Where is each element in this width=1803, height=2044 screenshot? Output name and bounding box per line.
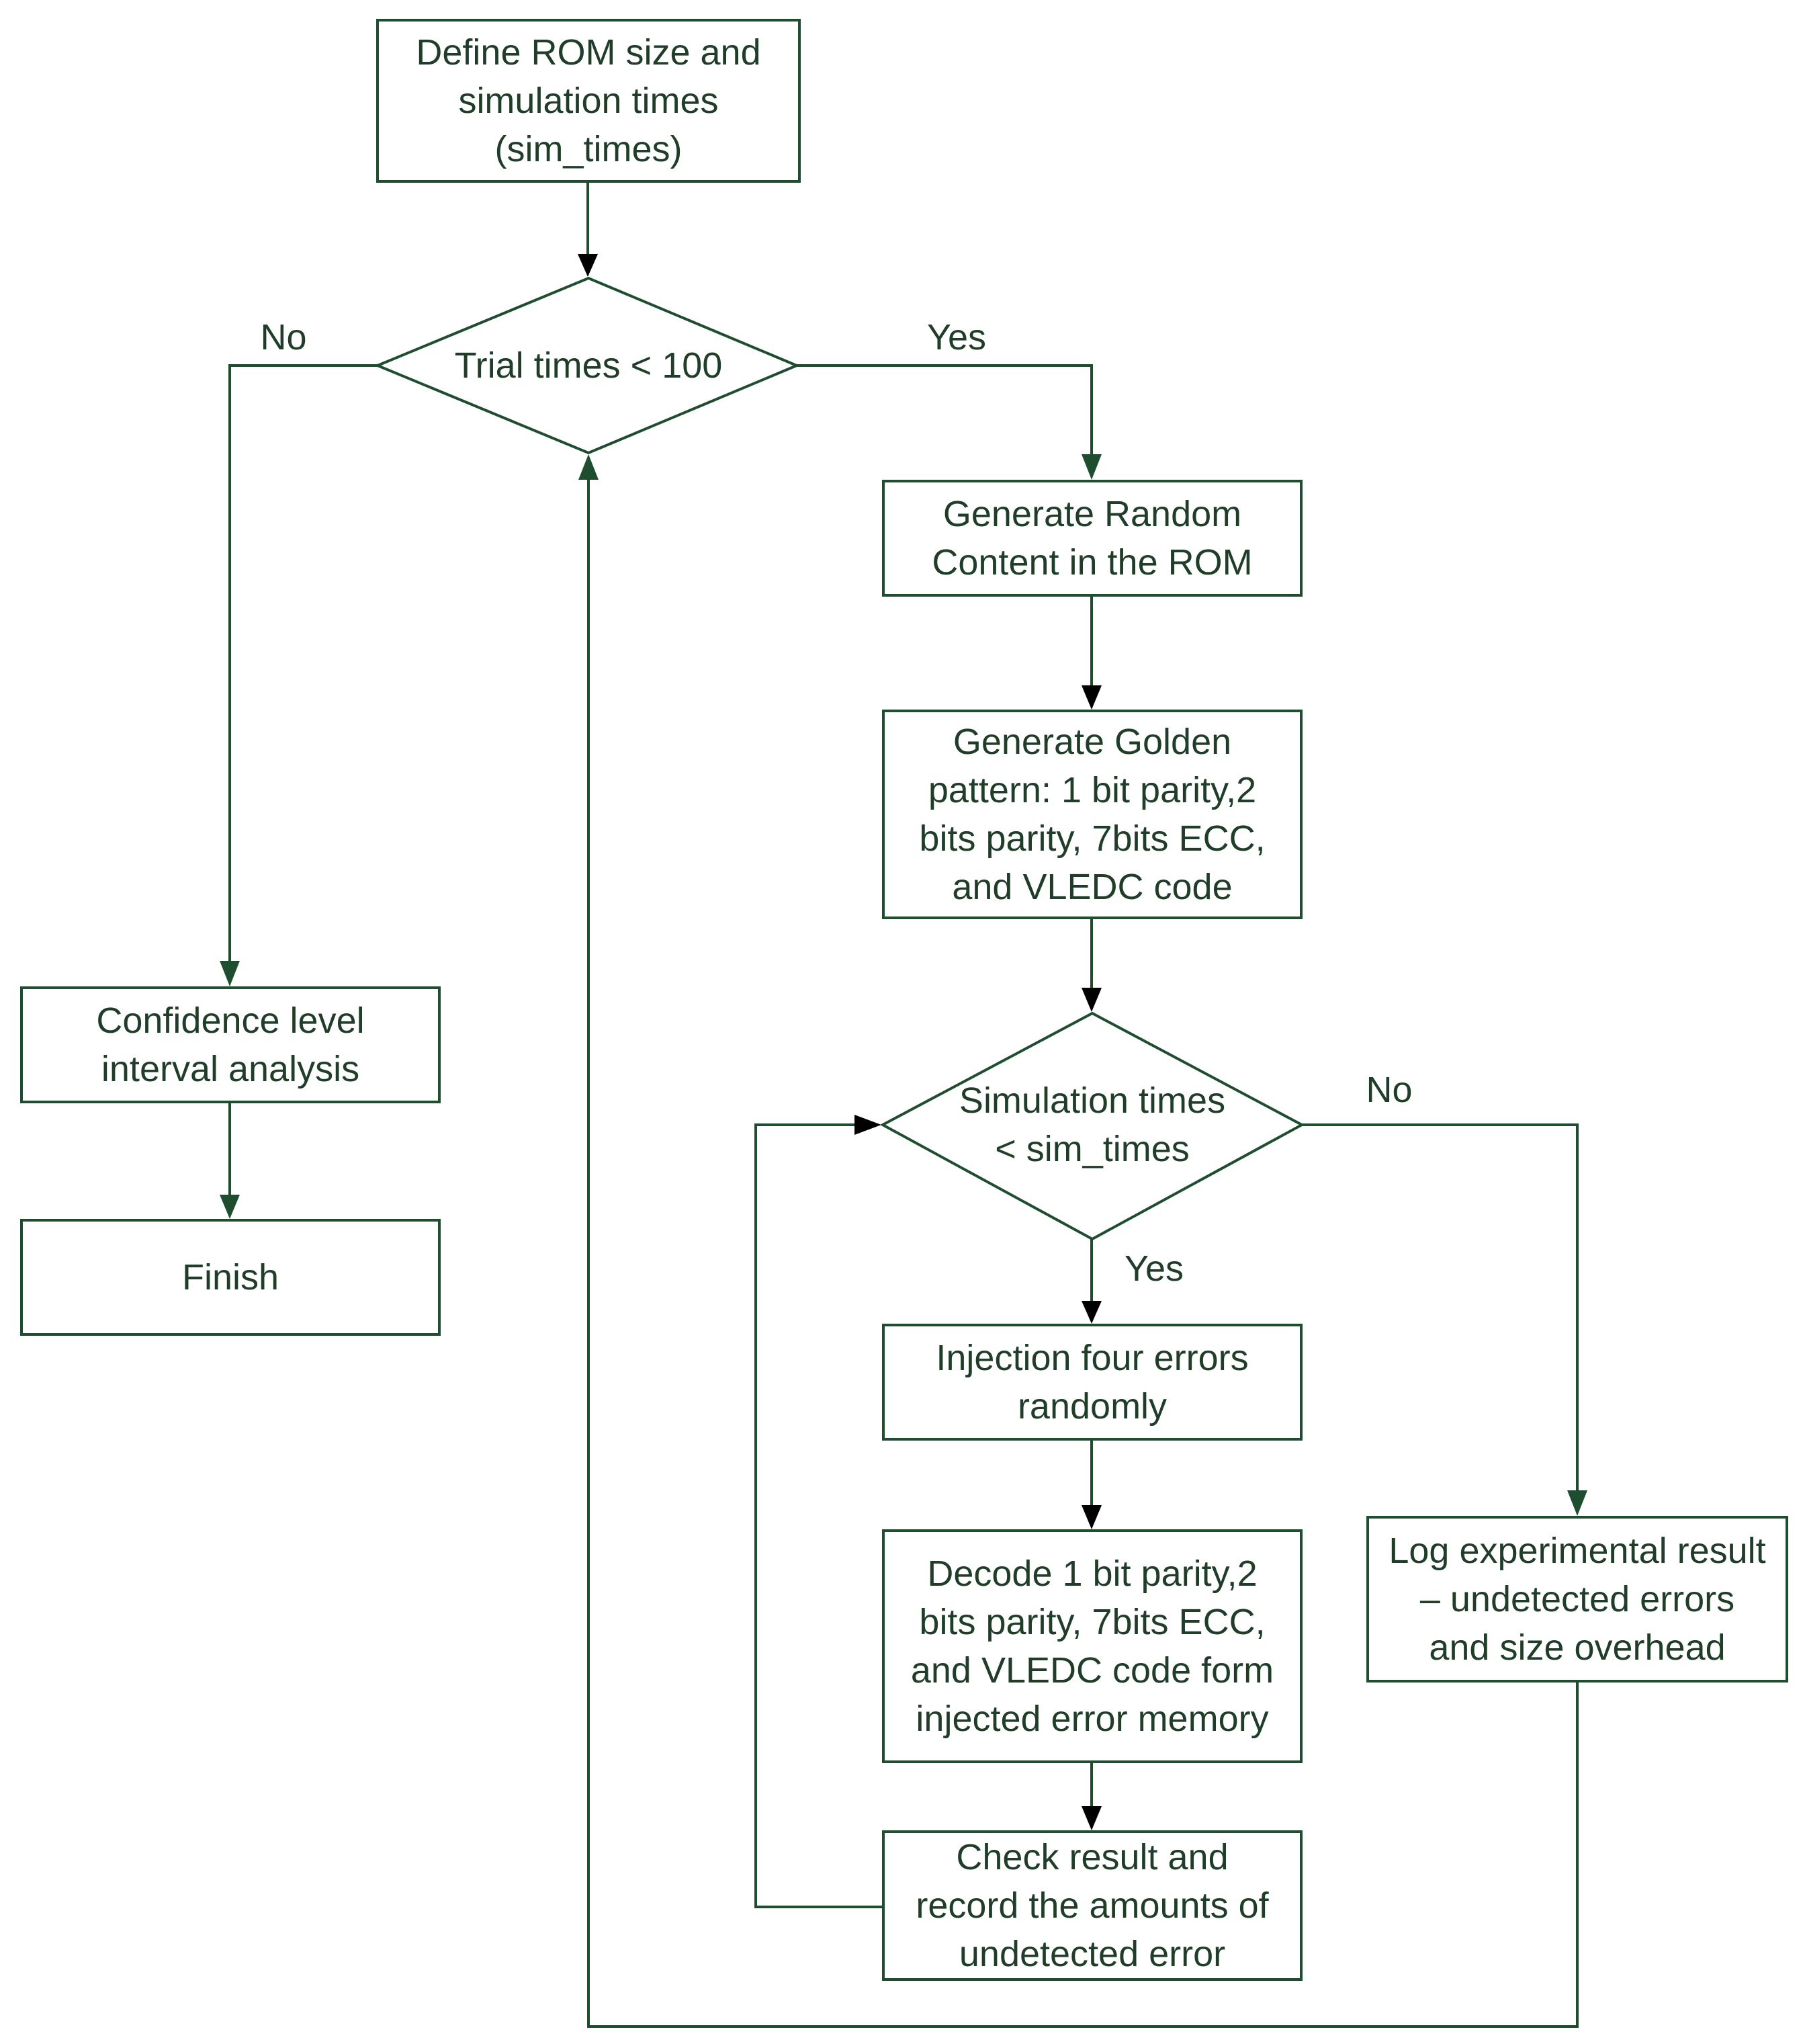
edge-sim-no-to-log: [1302, 1123, 1587, 1516]
connectors: [220, 181, 1587, 2028]
sim-yes-label: Yes: [1125, 1248, 1184, 1289]
edge-confidence-to-finish: [220, 1102, 240, 1219]
node-text-line: and VLEDC code: [952, 867, 1232, 907]
node-text-line: randomly: [1018, 1386, 1167, 1426]
node-trial-decision: Trial times < 100: [373, 276, 801, 455]
edge-decode-to-check: [1082, 1762, 1102, 1830]
node-text-line: interval analysis: [101, 1049, 359, 1089]
node-define-label: Define ROM size and simulation times (sim_…: [416, 32, 760, 169]
node-generate-golden-label: Generate Golden pattern: 1 bit parity,2 bi…: [919, 722, 1265, 907]
node-text-line: (sim_times): [495, 129, 683, 169]
node-sim-decision-label: Simulation times < sim_times: [959, 1080, 1225, 1169]
node-text-line: Generate Random: [943, 494, 1241, 534]
node-text-line: pattern: 1 bit parity,2: [928, 770, 1256, 810]
node-text-line: injected error memory: [916, 1699, 1268, 1739]
node-log: Log experimental result – undetected erro…: [1366, 1516, 1788, 1683]
node-generate-golden: Generate Golden pattern: 1 bit parity,2 bi…: [882, 710, 1303, 919]
node-text-line: record the amounts of: [916, 1885, 1269, 1926]
node-text-line: < sim_times: [995, 1129, 1190, 1169]
node-check-label: Check result and record the amounts of und…: [916, 1837, 1269, 1974]
edge-inject-to-decode: [1082, 1439, 1102, 1529]
node-text-line: Injection four errors: [936, 1338, 1248, 1378]
node-sim-decision: Simulation times < sim_times: [879, 1011, 1305, 1241]
node-text-line: Define ROM size and: [416, 32, 760, 73]
edge-sim-yes-to-inject: [1082, 1239, 1102, 1324]
node-finish: Finish: [20, 1219, 441, 1336]
node-trial-decision-label: Trial times < 100: [455, 345, 723, 386]
node-text-line: Decode 1 bit parity,2: [927, 1553, 1257, 1594]
node-finish-label: Finish: [182, 1257, 279, 1297]
node-text-line: and VLEDC code form: [911, 1650, 1274, 1691]
node-text-line: Simulation times: [959, 1080, 1225, 1121]
node-text-line: simulation times: [458, 81, 718, 121]
node-text-line: undetected error: [959, 1934, 1225, 1974]
node-decode-label: Decode 1 bit parity,2 bits parity, 7bits …: [911, 1553, 1274, 1739]
node-decode: Decode 1 bit parity,2 bits parity, 7bits …: [882, 1529, 1303, 1763]
node-text-line: Confidence level: [96, 1000, 364, 1041]
edge-random-to-golden: [1082, 595, 1102, 710]
node-check: Check result and record the amounts of und…: [882, 1830, 1303, 1981]
edge-trial-yes-to-random: [797, 364, 1102, 480]
node-text-line: – undetected errors: [1420, 1579, 1734, 1619]
edge-check-loop-to-sim: [754, 1115, 883, 1908]
node-text-line: Log experimental result: [1389, 1531, 1765, 1571]
node-text-line: bits parity, 7bits ECC,: [919, 818, 1265, 859]
edge-define-to-trial: [578, 181, 598, 277]
node-text-line: Finish: [182, 1257, 279, 1297]
node-confidence: Confidence level interval analysis: [20, 986, 441, 1103]
node-define: Define ROM size and simulation times (sim_…: [376, 19, 801, 183]
edge-golden-to-sim: [1082, 918, 1102, 1012]
edge-log-loop-to-trial: [578, 454, 1579, 2028]
node-text-line: Check result and: [956, 1837, 1228, 1877]
node-inject: Injection four errors randomly: [882, 1324, 1303, 1441]
sim-no-label: No: [1366, 1070, 1412, 1110]
node-text-line: and size overhead: [1429, 1627, 1725, 1668]
node-inject-label: Injection four errors randomly: [936, 1338, 1248, 1426]
node-text-line: Generate Golden: [953, 722, 1231, 762]
node-confidence-label: Confidence level interval analysis: [96, 1000, 364, 1089]
trial-yes-label: Yes: [927, 317, 986, 357]
trial-no-label: No: [260, 317, 306, 357]
node-log-label: Log experimental result – undetected erro…: [1389, 1531, 1765, 1668]
node-text-line: bits parity, 7bits ECC,: [919, 1602, 1265, 1642]
edge-trial-no-to-confidence: [220, 364, 378, 986]
node-text-line: Content in the ROM: [932, 542, 1252, 583]
node-text-line: Trial times < 100: [455, 345, 723, 386]
